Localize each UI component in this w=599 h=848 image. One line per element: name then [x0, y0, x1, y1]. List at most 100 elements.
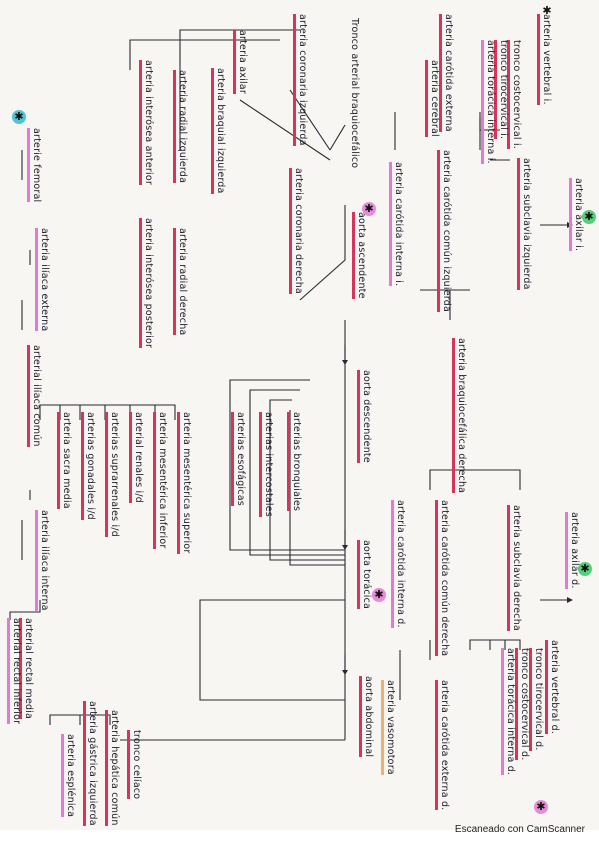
diagram-node-vertebral-d: arteria vertebral d.	[545, 640, 560, 735]
diagram-node-intercostales: arterias intercostales	[259, 412, 274, 517]
node-label: arterias intercostales	[259, 412, 274, 517]
diagram-node-tronco: Tronco arterial braquiocefálico	[348, 18, 360, 168]
scanner-watermark: Escaneado con CamScanner	[454, 824, 585, 835]
diagram-node-toracica-int-d: arteria torácica interna d.	[501, 648, 516, 776]
star-marker-icon: ✱	[372, 588, 386, 602]
diagram-node-femoral: arterie femoral	[27, 128, 42, 203]
diagram-node-interosea-i: arteria interósea anterior	[139, 60, 154, 185]
node-label: arteria carótida externa d.	[435, 680, 450, 811]
node-label: arteria braquiocefálica derecha	[452, 338, 467, 494]
diagram-node-carotida-com-izq: arteria carótida común izquierda	[437, 150, 452, 312]
diagram-node-esplenica: arteria esplénica	[61, 734, 76, 818]
node-label: arteria carótida externa	[439, 14, 454, 132]
diagram-node-esofagicas: arterias esofágicas	[231, 412, 246, 506]
diagram-node-toracica-int: arteria torácica interna i.	[481, 40, 496, 164]
diagram-node-carotida-ext-der: arteria carótida externa d.	[435, 680, 450, 811]
diagram-node-vertebral-i: arteria vertebral i.	[537, 14, 552, 105]
node-label: arteria coronaria izquierda	[293, 14, 308, 146]
node-label: aorta abdominal	[359, 676, 374, 758]
diagram-node-renal: arterial renales i/d	[129, 412, 144, 504]
node-label: arterial ilíaca común	[27, 345, 42, 447]
connector-lines	[9, 29, 573, 741]
star-marker-icon: ✱	[578, 562, 592, 576]
diagram-node-suprarrenales: arterias suprarrenales i/d	[105, 412, 120, 538]
node-label: arteria mesentérica superior	[177, 412, 192, 554]
node-label: aorta torácica	[357, 540, 372, 610]
diagram-node-iliaca-int: arteria ilíaca interna	[35, 510, 50, 611]
node-label: arteria axilar d.	[565, 512, 580, 589]
node-label: arteria radial izquierda	[173, 70, 188, 184]
diagram-node-mesenterica-sup: arteria mesentérica superior	[177, 412, 192, 554]
node-label: arteria carótida interna d.	[391, 500, 406, 628]
diagram-node-iliaca-com: arterial ilíaca común	[27, 345, 42, 447]
star-marker-icon: ✱	[534, 800, 548, 814]
diagram-node-aorta-asc: aorta ascendente	[352, 212, 367, 299]
node-label: arteria interósea posterior	[139, 218, 154, 349]
diagram-node-carotida-int-der: arteria carótida interna d.	[391, 500, 406, 628]
node-label: arteria ilíaca externa	[35, 228, 50, 332]
node-label: arteria coronaria derecha	[289, 168, 304, 294]
node-label: arterias gonadales i/d	[81, 412, 96, 520]
diagram-node-gonadales: arterias gonadales i/d	[81, 412, 96, 520]
diagram-node-cerebral: arteria cerebral	[425, 60, 440, 137]
star-marker-icon: ✱	[12, 110, 26, 124]
node-label: arterias bronquiales	[287, 412, 302, 512]
diagram-node-subclavia-der: arteria subclavia derecha	[507, 505, 522, 631]
node-label: arteria carótida común izquierda	[437, 150, 452, 312]
diagram-node-subclavia-izq: arteria subclavia izquierda	[517, 158, 532, 290]
node-label: tronco tirocervical i.	[494, 40, 509, 140]
diagram-node-gastrica: arteria gástrica izquierda	[83, 701, 98, 826]
node-label: arterial renales i/d	[129, 412, 144, 504]
star-marker-icon: ✱	[362, 202, 376, 216]
node-label: arterias esofágicas	[231, 412, 246, 506]
node-label: arteria torácica interna d.	[501, 648, 516, 776]
node-label: tronco celíaco	[127, 730, 142, 800]
diagram-node-carotida-ext: arteria carótida externa	[439, 14, 454, 132]
star-marker-icon: ✱	[542, 4, 552, 17]
diagram-node-aorta-tor: aorta torácica	[357, 540, 372, 610]
node-label: tronco costocervical i.	[507, 40, 522, 150]
diagram-node-iliaca-ext: arteria ilíaca externa	[35, 228, 50, 332]
diagram-node-carotida-com-der: arteria carótida común derecha	[435, 500, 450, 657]
diagram-node-rectal-inf: arterial rectal inferior	[7, 618, 22, 725]
diagram-node-costocervical-d: tronco costocervical d.	[515, 648, 530, 761]
node-label: tronco tirocervical d.	[529, 648, 544, 751]
node-label: arteria torácica interna i.	[481, 40, 496, 164]
node-label: arteria gástrica izquierda	[83, 701, 98, 826]
diagram-node-interosea-d: arteria interósea posterior	[139, 218, 154, 349]
node-label: aorta descendente	[357, 370, 372, 463]
node-label: arteria mesentérica inferior	[153, 412, 168, 549]
diagram-node-costocervical: tronco costocervical i.	[507, 40, 522, 150]
notebook-page: aorta ascendente Tronco arterial braquioc…	[0, 0, 599, 830]
diagram-node-aorta-abd: aorta abdominal	[359, 676, 374, 758]
diagram-node-tirocervical-d: tronco tirocervical d.	[529, 648, 544, 751]
diagram-node-carotida-int-izq: arteria carótida interna i.	[389, 162, 404, 287]
diagram-node-aorta-desc: aorta descendente	[357, 370, 372, 463]
node-label: arteria vertebral i.	[537, 14, 552, 105]
node-label: arteria interósea anterior	[139, 60, 154, 185]
diagram-node-braquial-i: arteria braquial izquierda	[211, 68, 226, 194]
star-marker-icon: ✱	[582, 210, 596, 224]
node-label: arteria ilíaca interna	[35, 510, 50, 611]
node-label: aorta ascendente	[352, 212, 367, 299]
node-label: arteria hepática común	[105, 710, 120, 826]
node-label: arteria carótida interna i.	[389, 162, 404, 287]
node-label: arteria axilar	[233, 30, 248, 94]
node-label: arteria cerebral	[425, 60, 440, 137]
diagram-node-axilar-der: arteria axilar d.	[565, 512, 580, 589]
node-label: arterial rectal inferior	[7, 618, 22, 725]
node-label: arteria braquial izquierda	[211, 68, 226, 194]
diagram-node-axilar-a: arteria axilar	[233, 30, 248, 94]
node-label: arteria vasomotora	[381, 680, 396, 775]
diagram-node-sacra: arteria sacra media	[57, 412, 72, 509]
diagram-node-mesenterica-inf: arteria mesentérica inferior	[153, 412, 168, 549]
node-label: tronco costocervical d.	[515, 648, 530, 761]
node-label: arterias suprarrenales i/d	[105, 412, 120, 538]
node-label: arteria carótida común derecha	[435, 500, 450, 657]
diagram-node-radial-i: arteria radial izquierda	[173, 70, 188, 184]
node-label: arteria radial derecha	[173, 228, 188, 336]
diagram-node-coronaria-izq: arteria coronaria izquierda	[293, 14, 308, 146]
node-label: arteria subclavia derecha	[507, 505, 522, 631]
diagram-node-tirocervical: tronco tirocervical i.	[494, 40, 509, 140]
diagram-node-tronco-celiaco: tronco celíaco	[127, 730, 142, 800]
